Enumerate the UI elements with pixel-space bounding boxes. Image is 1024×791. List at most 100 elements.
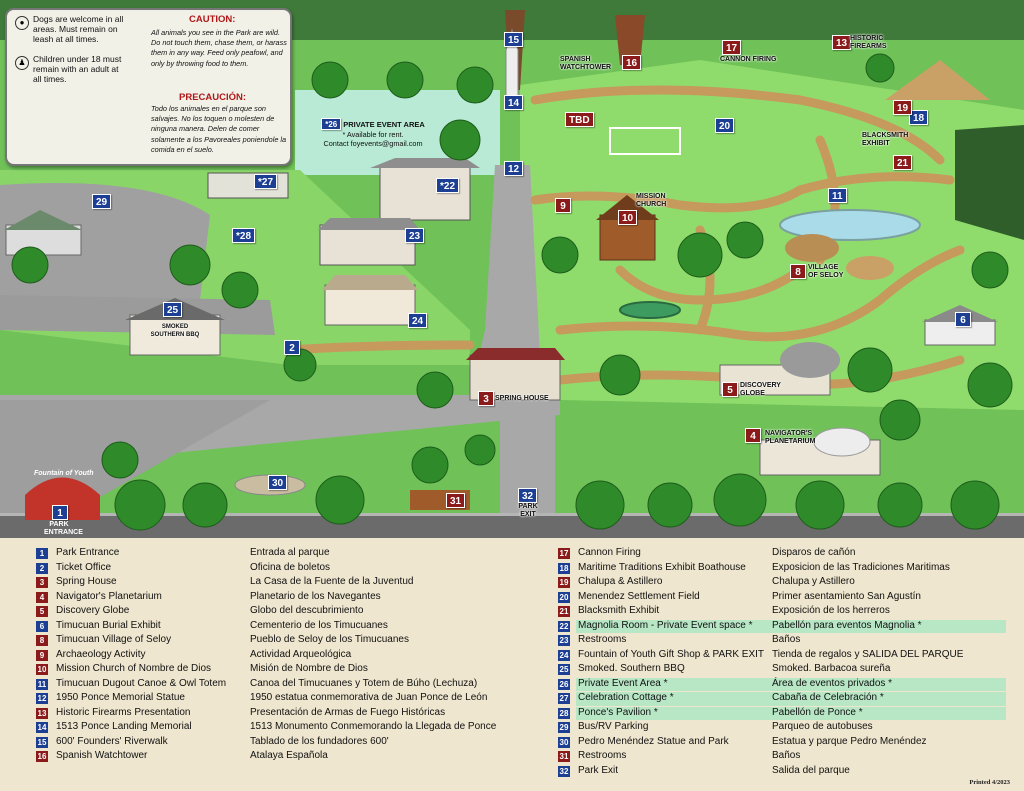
legend-number-badge: 21 [558, 606, 570, 617]
legend-spanish-label: Tienda de regalos y SALIDA DEL PARQUE [772, 648, 964, 660]
legend-spanish-label: Baños [772, 634, 801, 645]
map-marker-20[interactable]: 20 [715, 118, 735, 133]
legend-highlight [576, 692, 1006, 706]
dogs-rule: Dogs are welcome in all areas. Must rema… [33, 14, 124, 44]
legend-number-badge: 6 [36, 620, 48, 632]
legend-english-label: Restrooms [578, 634, 627, 645]
map-marker-30[interactable]: 30 [268, 475, 288, 490]
map-marker-22[interactable]: *22 [436, 178, 460, 193]
map-marker-2[interactable]: 2 [284, 340, 300, 355]
map-marker-11[interactable]: 11 [828, 188, 847, 203]
legend-english-label: Navigator's Planetarium [56, 590, 162, 602]
map-marker-29[interactable]: 29 [92, 194, 112, 209]
legend-english-label: Timucuan Dugout Canoe & Owl Totem [56, 677, 227, 689]
legend-number-badge: 19 [558, 577, 570, 588]
legend-english-label: Private Event Area * [578, 677, 668, 689]
legend-number-badge: 2 [36, 562, 48, 574]
map-marker-8[interactable]: 8 [790, 264, 806, 279]
map-marker-5[interactable]: 5 [722, 382, 738, 397]
legend-spanish-label: Globo del descubrimiento [250, 605, 364, 616]
legend-english-label: Spanish Watchtower [56, 750, 148, 761]
map-marker-17[interactable]: 17 [722, 40, 742, 55]
legend-spanish-label: 1513 Monumento Conmemorando la Llegada d… [250, 721, 497, 732]
map-marker-27[interactable]: *27 [254, 174, 278, 189]
legend-number-badge: 22 [558, 620, 570, 632]
legend-spanish-label: Actividad Arqueológica [250, 648, 352, 660]
map-marker-26[interactable]: *26 [321, 118, 342, 130]
map-marker-28[interactable]: *28 [232, 228, 256, 243]
map-marker-23[interactable]: 23 [405, 228, 425, 243]
map-marker-25[interactable]: 25 [163, 302, 183, 317]
private-event-contact: Contact foyevents@gmail.com [323, 139, 423, 148]
map-marker-10[interactable]: 10 [618, 210, 638, 225]
legend-spanish-label: Exposicion de las Tradiciones Maritimas [772, 561, 950, 573]
legend-english-label: Ticket Office [56, 561, 112, 573]
map-marker-16[interactable]: 16 [622, 55, 642, 70]
map-marker-21[interactable]: 21 [893, 155, 913, 170]
legend-highlight [576, 677, 1006, 691]
map-marker-6[interactable]: 6 [955, 312, 971, 327]
legend-english-label: Fountain of Youth Gift Shop & PARK EXIT [578, 648, 765, 660]
legend-english-label: Smoked. Southern BBQ [578, 663, 685, 674]
settlement-field [609, 127, 681, 155]
legend-spanish-label: La Casa de la Fuente de la Juventud [250, 576, 414, 587]
map-marker-9[interactable]: 9 [555, 198, 571, 213]
map-marker-12[interactable]: 12 [504, 161, 524, 176]
legend-spanish-label: Tablado de los fundadores 600' [250, 735, 389, 747]
map-marker-19[interactable]: 19 [893, 100, 913, 115]
main-road [470, 165, 555, 520]
legend-spanish-label: Pueblo de Seloy de los Timucuanes [250, 634, 409, 645]
map-marker-31[interactable]: 31 [446, 493, 466, 508]
map-marker-18[interactable]: 18 [909, 110, 929, 125]
map-marker-1[interactable]: 1 [52, 505, 68, 520]
printed-date: Printed 4/2023 [969, 779, 1010, 786]
map-marker-3[interactable]: 3 [478, 391, 494, 406]
map-marker-4[interactable]: 4 [745, 428, 761, 443]
map-marker-24[interactable]: 24 [408, 313, 428, 328]
map-marker-32[interactable]: 32 [518, 488, 538, 503]
legend-english-label: Pedro Menéndez Statue and Park [578, 735, 729, 747]
legend-english-label: Ponce's Pavilion * [578, 706, 658, 718]
legend-number-badge: 4 [36, 591, 48, 603]
bbq-sign: SMOKED Southern BBQ [150, 324, 200, 338]
map-marker-tbd[interactable]: TBD [565, 112, 594, 127]
buildings [4, 15, 998, 520]
legend-english-label: 1513 Ponce Landing Memorial [56, 721, 192, 732]
map-marker-13[interactable]: 13 [832, 35, 852, 50]
legend-number-badge: 25 [558, 664, 570, 675]
map-marker-15[interactable]: 15 [504, 32, 524, 47]
map-marker-14[interactable]: 14 [504, 95, 524, 110]
map-label-firearms: HISTORIC FIREARMS [850, 35, 887, 50]
